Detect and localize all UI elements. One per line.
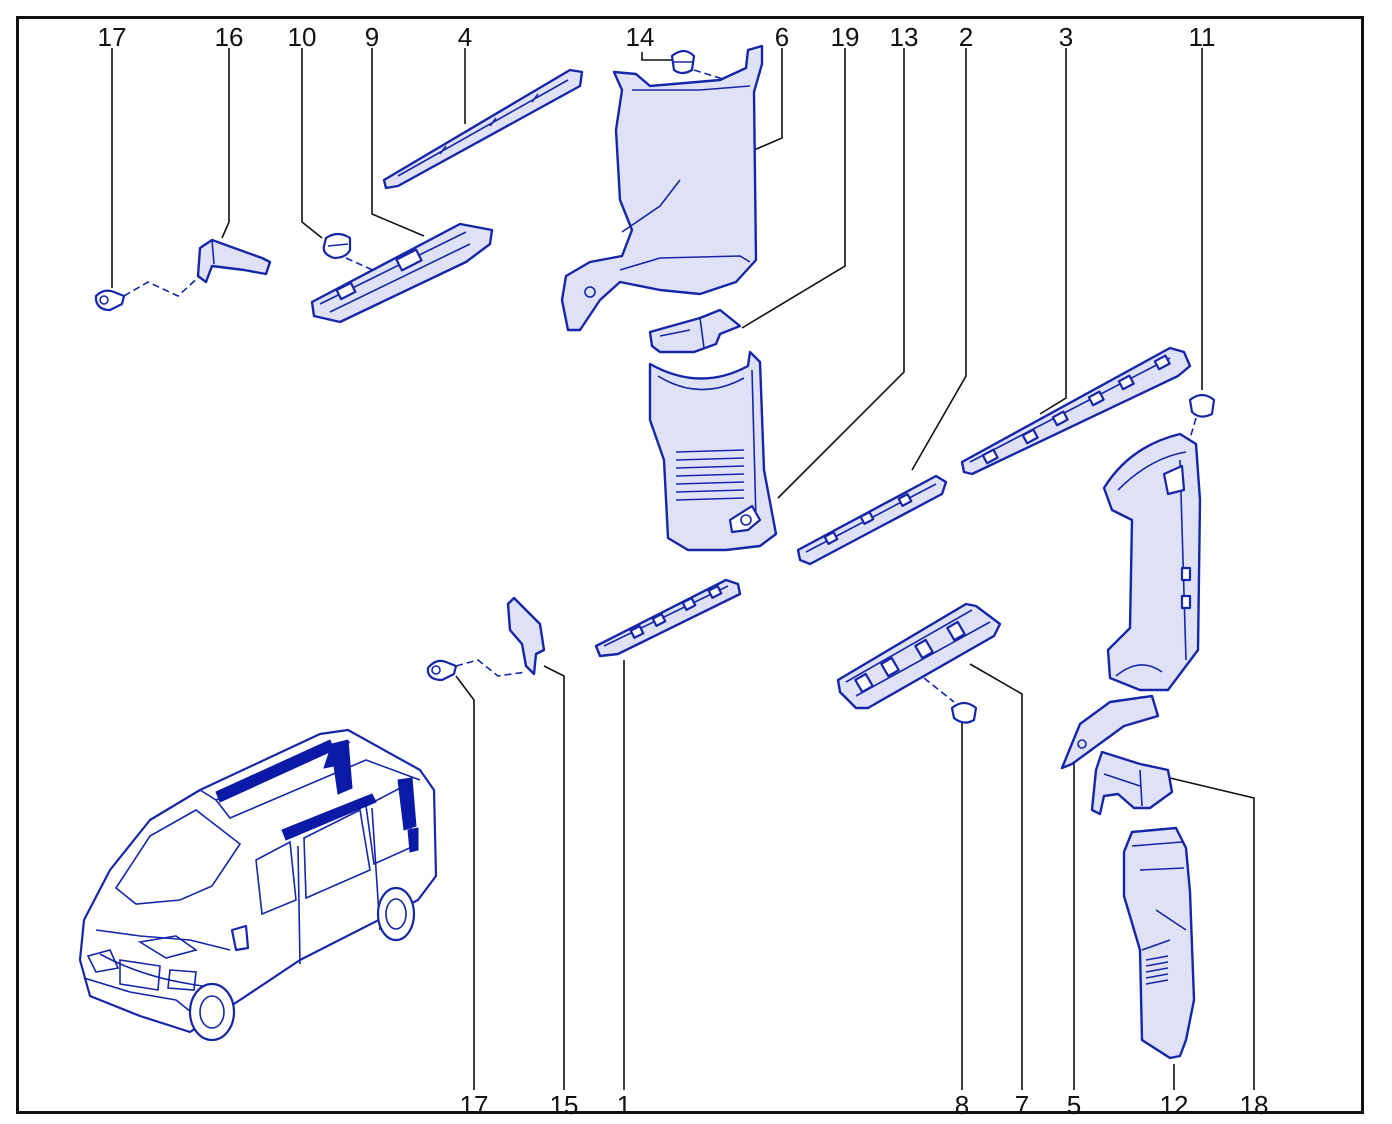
callout-12: 12 [1159, 1090, 1189, 1120]
callout-3: 3 [1058, 22, 1074, 52]
callout-17-bottom: 17 [459, 1090, 489, 1120]
sill-strip-7 [836, 602, 1002, 710]
clip-17-bottom [426, 659, 458, 682]
clip-14 [670, 49, 696, 75]
lower-trim-12 [1122, 826, 1196, 1060]
clip-11 [1188, 393, 1216, 418]
callout-4: 4 [457, 22, 473, 52]
callout-17-top: 17 [97, 22, 127, 52]
bracket-19 [648, 308, 742, 354]
clip-10 [322, 232, 352, 260]
vent-grille [675, 449, 745, 501]
sill-strip-1 [594, 578, 742, 658]
callout-8: 8 [954, 1090, 970, 1120]
bracket-16 [196, 238, 272, 284]
pillar-trim-13 [648, 350, 778, 552]
callout-10: 10 [287, 22, 317, 52]
sill-strip-2 [796, 474, 948, 566]
callout-1: 1 [616, 1090, 632, 1120]
clip-17-top [94, 289, 126, 312]
panel-6 [560, 44, 764, 332]
bracket-18 [1090, 750, 1174, 816]
trim-strip-3 [960, 346, 1192, 476]
leader-lines [111, 48, 1255, 1090]
callout-9: 9 [364, 22, 380, 52]
callout-11: 11 [1188, 22, 1216, 52]
callout-2: 2 [958, 22, 974, 52]
callout-19: 19 [830, 22, 860, 52]
rear-pillar-trim-5 [1060, 432, 1202, 770]
bracket-15 [506, 596, 546, 676]
callout-13: 13 [889, 22, 919, 52]
van-overview [78, 728, 438, 1042]
callout-16: 16 [214, 22, 244, 52]
callout-18: 18 [1239, 1090, 1269, 1120]
callout-6: 6 [774, 22, 790, 52]
callout-15: 15 [549, 1090, 579, 1120]
clip-8 [950, 701, 978, 724]
trim-strip-4 [382, 68, 584, 190]
callout-7: 7 [1014, 1090, 1030, 1120]
trim-strip-9 [310, 222, 494, 324]
callout-14: 14 [625, 22, 655, 52]
callout-5: 5 [1066, 1090, 1082, 1120]
